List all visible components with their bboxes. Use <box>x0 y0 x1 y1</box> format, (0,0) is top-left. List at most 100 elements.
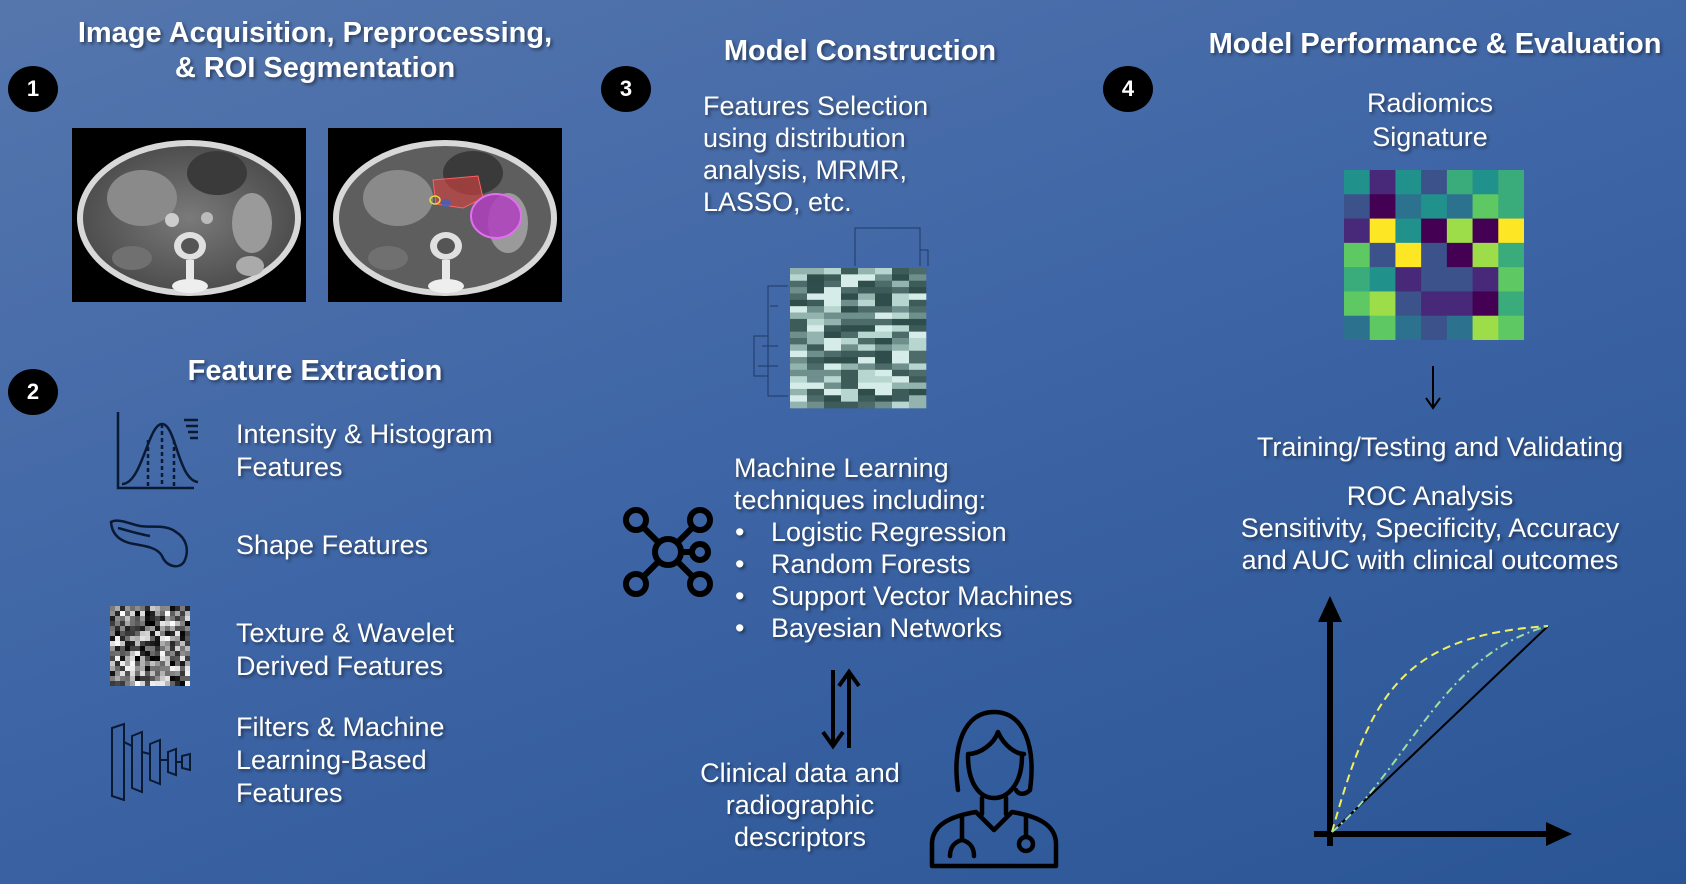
texture-cell <box>160 631 165 636</box>
texture-cell <box>150 641 155 646</box>
feature-item-4-line3: Features <box>236 778 343 808</box>
heatmap-cell <box>790 350 808 358</box>
texture-cell <box>120 641 125 646</box>
texture-cell <box>150 626 155 631</box>
texture-cell <box>120 666 125 671</box>
texture-cell <box>135 651 140 656</box>
heatmap-cell <box>858 395 876 402</box>
heatmap-cell <box>909 318 927 326</box>
heatmap-cell <box>909 350 927 358</box>
heatmap-cell <box>909 274 927 282</box>
texture-cell <box>160 636 165 641</box>
heatmap-cell <box>807 331 825 339</box>
signature-cell <box>1498 291 1525 317</box>
heatmap-cell <box>858 369 876 377</box>
heatmap-cell <box>807 287 825 294</box>
texture-cell <box>175 616 180 621</box>
heatmap-cell <box>824 338 842 345</box>
texture-cell <box>110 661 115 666</box>
heatmap-cell <box>824 318 842 326</box>
signature-cell <box>1344 291 1371 317</box>
heatmap-cell <box>807 376 825 383</box>
texture-cell <box>140 641 145 646</box>
heatmap-cell <box>824 357 842 364</box>
texture-cell <box>145 636 150 641</box>
texture-cell <box>175 631 180 636</box>
signature-line2: Signature <box>1372 122 1488 152</box>
texture-cell <box>130 666 135 671</box>
radiomics-signature-heatmap <box>1344 170 1525 341</box>
heatmap-cell <box>807 299 825 307</box>
texture-cell <box>140 646 145 651</box>
heatmap-cell <box>790 318 808 326</box>
heatmap-cell <box>909 376 927 383</box>
texture-cell <box>180 626 185 631</box>
texture-cell <box>150 611 155 616</box>
heatmap-cell <box>841 299 859 307</box>
texture-cell <box>185 621 190 626</box>
texture-cell <box>140 606 145 611</box>
texture-cell <box>155 676 160 681</box>
heatmap-cell <box>875 274 893 282</box>
section-1-title-line1: Image Acquisition, Preprocessing, <box>77 17 553 49</box>
heatmap-cell <box>858 268 876 275</box>
texture-cell <box>175 671 180 676</box>
heatmap-cell <box>790 325 808 332</box>
heatmap-cell <box>841 363 859 371</box>
heatmap-cell <box>875 287 893 294</box>
heatmap-cell <box>807 268 825 275</box>
heatmap-cell <box>790 331 808 339</box>
texture-cell <box>140 616 145 621</box>
feature-item-4-line2: Learning-Based <box>236 745 427 775</box>
ct-segmented-image <box>328 128 562 302</box>
texture-cell <box>150 671 155 676</box>
texture-cell <box>160 626 165 631</box>
signature-cell <box>1421 170 1448 195</box>
texture-cell <box>145 676 150 681</box>
feature-item-4-line1: Filters & Machine <box>236 712 445 742</box>
texture-cell <box>145 656 150 661</box>
texture-cell <box>130 681 135 686</box>
heatmap-cell <box>858 363 876 371</box>
texture-cell <box>135 606 140 611</box>
texture-cell <box>140 661 145 666</box>
heatmap-cell <box>807 318 825 326</box>
heatmap-cell <box>858 280 876 288</box>
texture-cell <box>135 616 140 621</box>
texture-cell <box>110 656 115 661</box>
texture-cell <box>140 611 145 616</box>
texture-cell <box>125 681 130 686</box>
texture-cell <box>165 656 170 661</box>
texture-cell <box>155 666 160 671</box>
heatmap-cell <box>858 306 876 313</box>
heatmap-cell <box>858 325 876 332</box>
texture-cell <box>140 621 145 626</box>
texture-cell <box>135 671 140 676</box>
step-1-badge: 1 <box>8 66 58 112</box>
texture-cell <box>110 631 115 636</box>
texture-cell <box>160 641 165 646</box>
heatmap-cell <box>909 268 927 275</box>
texture-cell <box>125 631 130 636</box>
heatmap-cell <box>875 318 893 326</box>
heatmap-cell <box>790 293 808 301</box>
texture-cell <box>125 616 130 621</box>
heatmap-cell <box>909 369 927 377</box>
heatmap-cell <box>909 287 927 294</box>
bidirectional-arrows-icon <box>817 668 867 750</box>
heatmap-cell <box>824 325 842 332</box>
texture-cell <box>120 611 125 616</box>
texture-cell <box>150 661 155 666</box>
texture-noise-icon <box>110 606 190 686</box>
texture-cell <box>120 626 125 631</box>
clinical-data-text: Clinical data and radiographic descripto… <box>690 757 910 853</box>
texture-cell <box>170 606 175 611</box>
texture-cell <box>175 651 180 656</box>
heatmap-cell <box>824 376 842 383</box>
feature-selection-text: Features Selection using distribution an… <box>703 90 1023 218</box>
heatmap-cell <box>841 376 859 383</box>
texture-cell <box>110 636 115 641</box>
texture-cell <box>170 611 175 616</box>
texture-cell <box>165 641 170 646</box>
texture-cell <box>125 626 130 631</box>
